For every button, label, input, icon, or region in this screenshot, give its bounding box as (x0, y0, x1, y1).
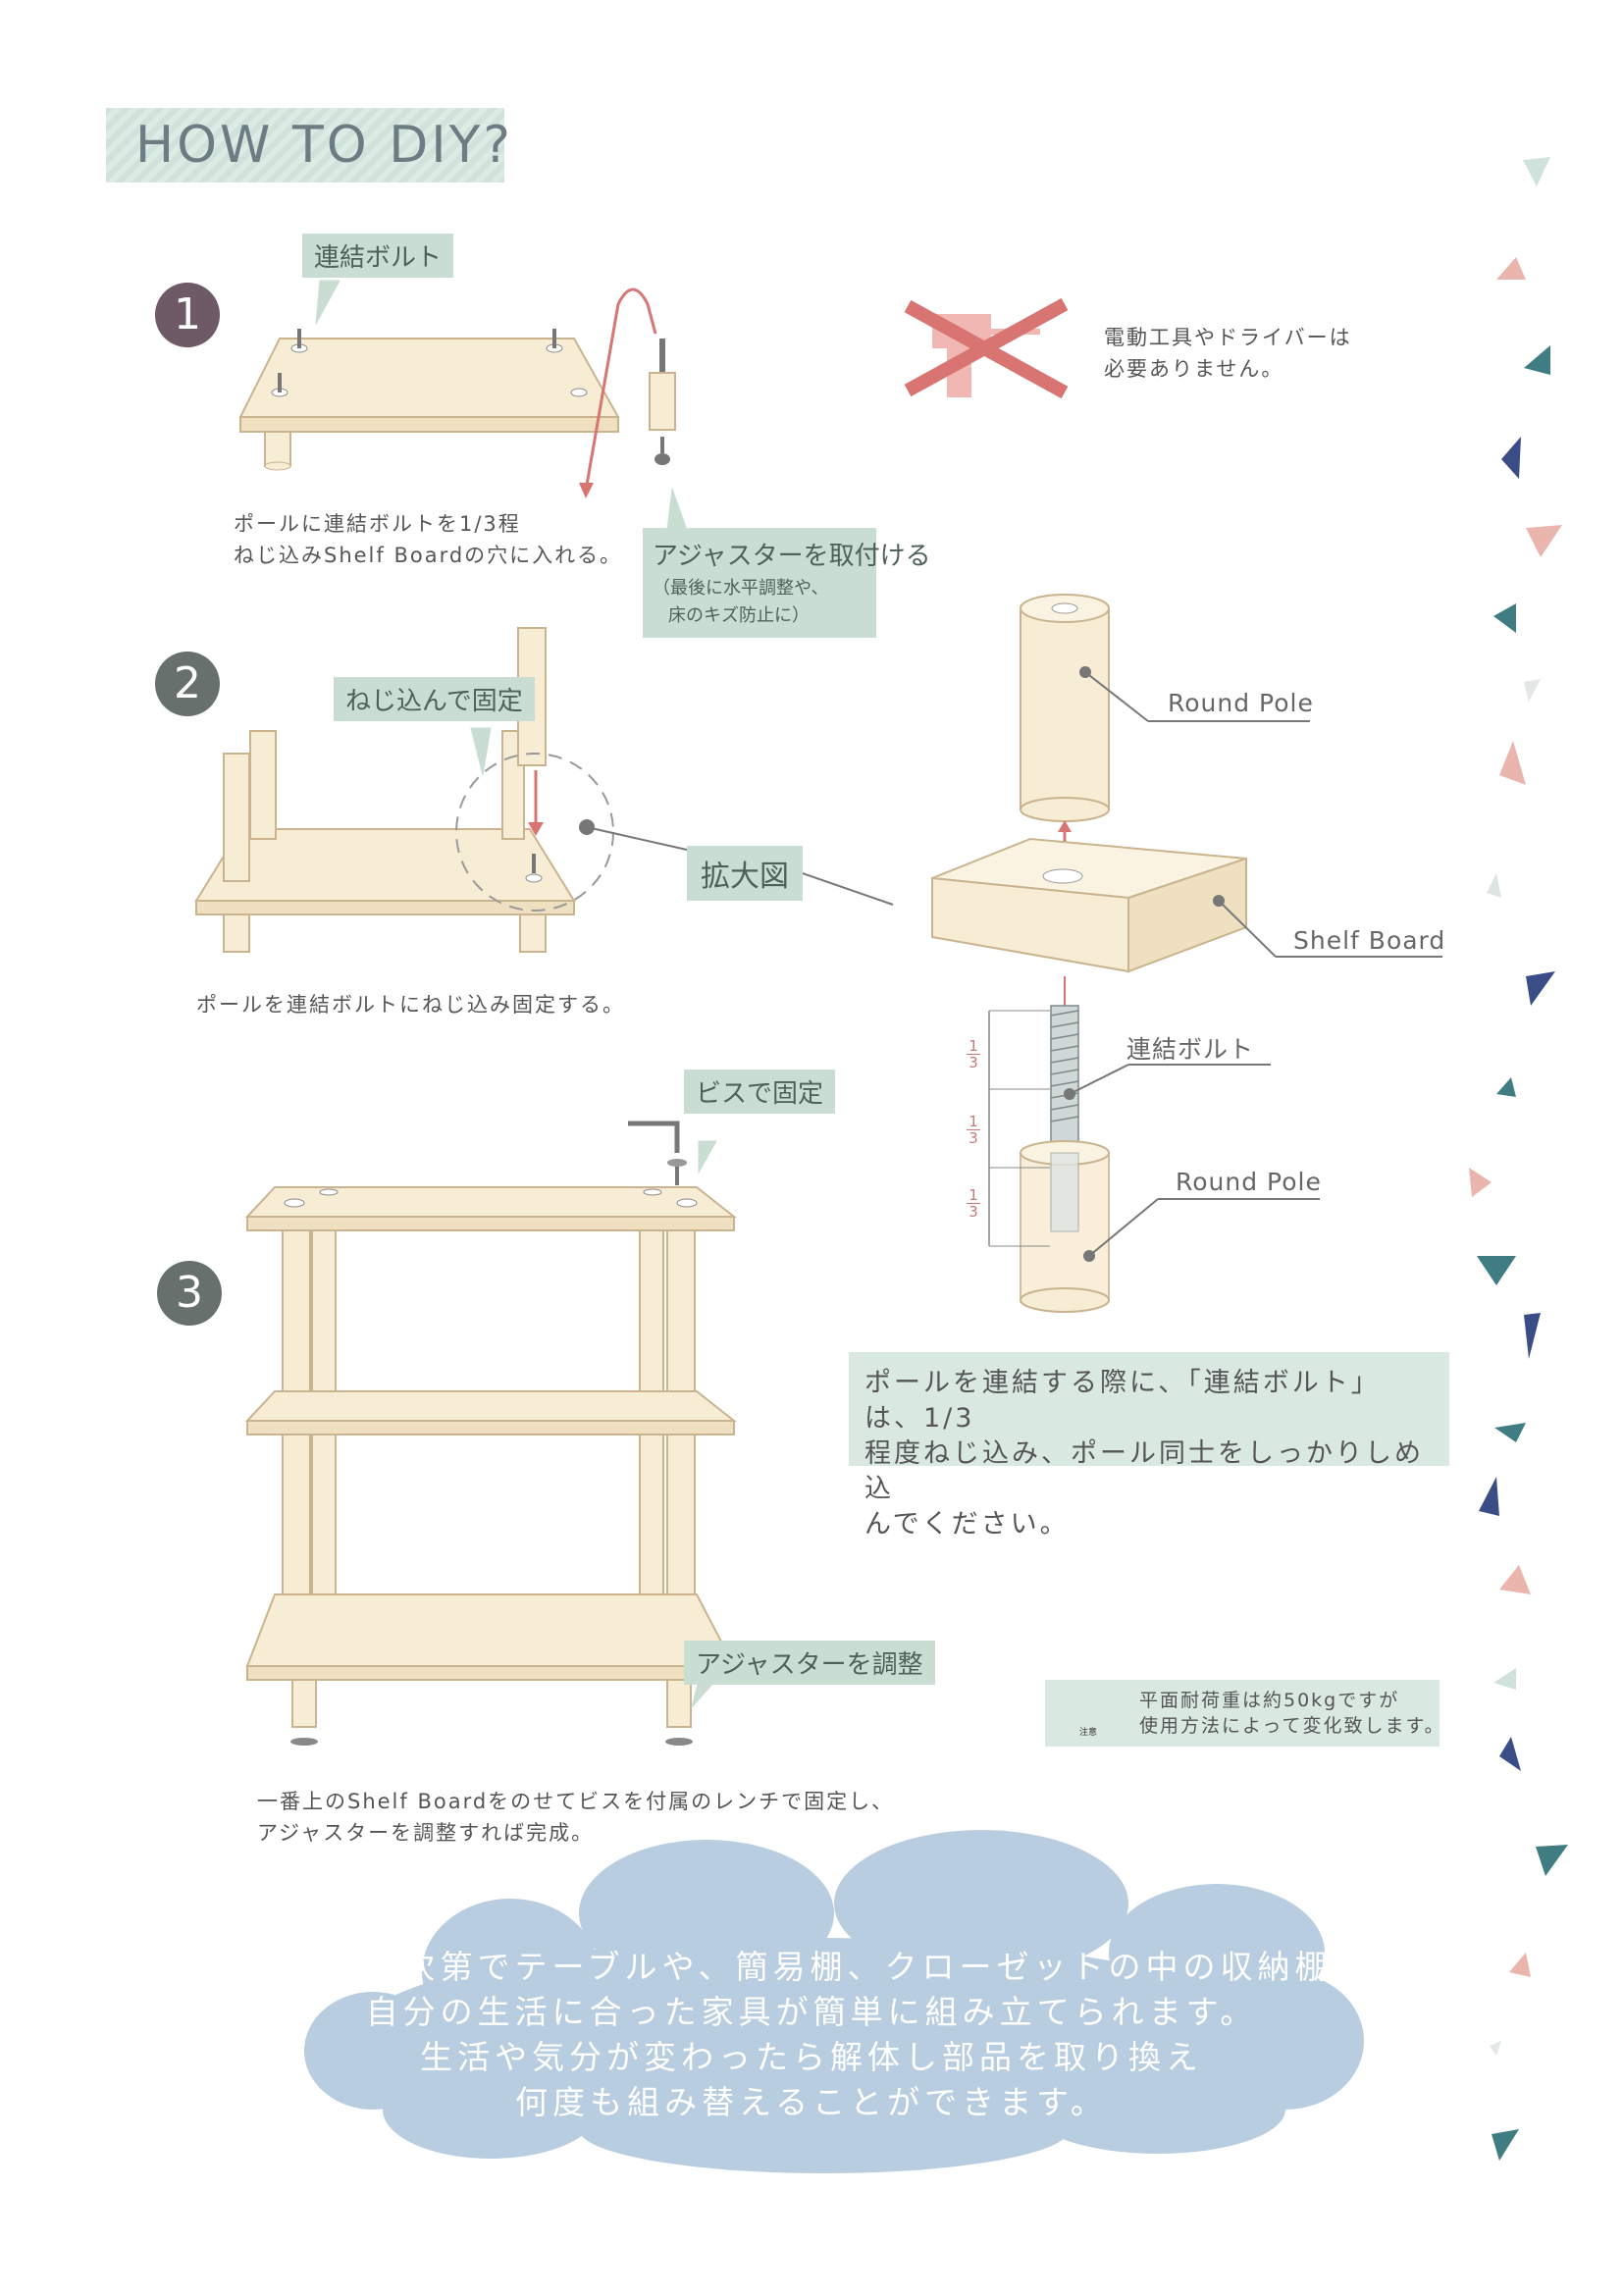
step1-adjuster-label: アジャスターを取付ける (653, 542, 931, 571)
decorative-triangles (1469, 157, 1568, 2161)
step3-adjuster-label: アジャスターを調整 (684, 1641, 935, 1685)
callout-pointers (315, 280, 718, 1708)
no-tools-line2: 必要ありません。 (1104, 357, 1284, 381)
cloud-shape (304, 1830, 1364, 2173)
step1-adjuster-note-line2: 床のキズ防止に） (668, 605, 810, 626)
bolt-note-line3: んでください。 (864, 1509, 1070, 1539)
step2-board-illustration (194, 627, 894, 953)
fraction-numerator: 1 (969, 1113, 978, 1130)
bolt-note-line2: 程度ねじ込み、ポール同士をしっかりしめ込 (864, 1438, 1424, 1504)
cloud-line4: 何度も組み替えることができます。 (515, 2083, 1108, 2121)
load-warning-box: 平面耐荷重は約50kgですが 使用方法によって変化致します。 (1045, 1680, 1443, 1747)
detail-round-pole-top-label: Round Pole (1168, 689, 1314, 717)
step1-adjuster-note-line1: （最後に水平調整や、 (653, 578, 829, 599)
title-band (106, 108, 504, 183)
fraction-one-third-1: 1 3 (967, 1038, 980, 1070)
fraction-denominator: 3 (967, 1054, 980, 1070)
step-3-number: 3 (157, 1261, 222, 1326)
bolt-note-line1: ポールを連結する際に、「連結ボルト」は、1/3 (864, 1368, 1381, 1434)
step2-screw-label: ねじ込んで固定 (334, 677, 535, 721)
step1-bolt-label: 連結ボルト (302, 234, 454, 278)
detail-bolt-label: 連結ボルト (1126, 1035, 1255, 1064)
caution-badge-text: 注意 (1079, 1728, 1098, 1738)
zoom-view-label: 拡大図 (687, 846, 803, 901)
fraction-denominator: 3 (967, 1129, 980, 1146)
fraction-numerator: 1 (969, 1037, 978, 1055)
detail-exploded-illustration (931, 594, 1442, 1313)
fraction-one-third-2: 1 3 (967, 1114, 980, 1146)
detail-shelf-board-label: Shelf Board (1293, 926, 1446, 955)
fraction-denominator: 3 (967, 1203, 980, 1220)
load-warning-line1: 平面耐荷重は約50kgですが (1139, 1690, 1400, 1711)
step-2-number: 2 (155, 652, 220, 716)
step1-caption-line1: ポールに連結ボルトを1/3程 (234, 512, 521, 536)
no-tools-line1: 電動工具やドライバーは (1104, 326, 1352, 349)
detail-round-pole-bottom-label: Round Pole (1176, 1168, 1322, 1196)
step-1-number: 1 (155, 283, 220, 347)
cloud-line3: 生活や気分が変わったら解体し部品を取り換え (420, 2038, 1203, 2076)
bolt-note-box: ポールを連結する際に、「連結ボルト」は、1/3 程度ねじ込み、ポール同士をしっか… (849, 1352, 1449, 1539)
page-title: HOW TO DIY? (135, 116, 513, 175)
cloud-line1: 組み合わせ次第でテーブルや、簡易棚、クローゼットの中の収納棚など (216, 1948, 1407, 1986)
step3-screw-label: ビスで固定 (684, 1070, 836, 1114)
step1-caption-line2: ねじ込みShelf Boardの穴に入れる。 (234, 544, 623, 567)
step3-caption-line1: 一番上のShelf Boardをのせてビスを付属のレンチで固定し、 (257, 1790, 895, 1813)
step1-board-illustration (238, 287, 676, 498)
cloud-line2: 自分の生活に合った家具が簡単に組み立てられます。 (365, 1993, 1258, 2031)
step2-caption: ポールを連結ボルトにねじ込み固定する。 (196, 993, 625, 1017)
crossed-drill-illustration (904, 297, 1069, 399)
step3-caption-line2: アジャスターを調整すれば完成。 (257, 1821, 595, 1845)
fraction-numerator: 1 (969, 1186, 978, 1204)
step3-shelf-illustration (244, 1121, 737, 1746)
load-warning-line2: 使用方法によって変化致します。 (1139, 1715, 1445, 1737)
step1-adjuster-box: アジャスターを取付ける （最後に水平調整や、 床のキズ防止に） (643, 528, 931, 638)
fraction-one-third-3: 1 3 (967, 1187, 980, 1220)
